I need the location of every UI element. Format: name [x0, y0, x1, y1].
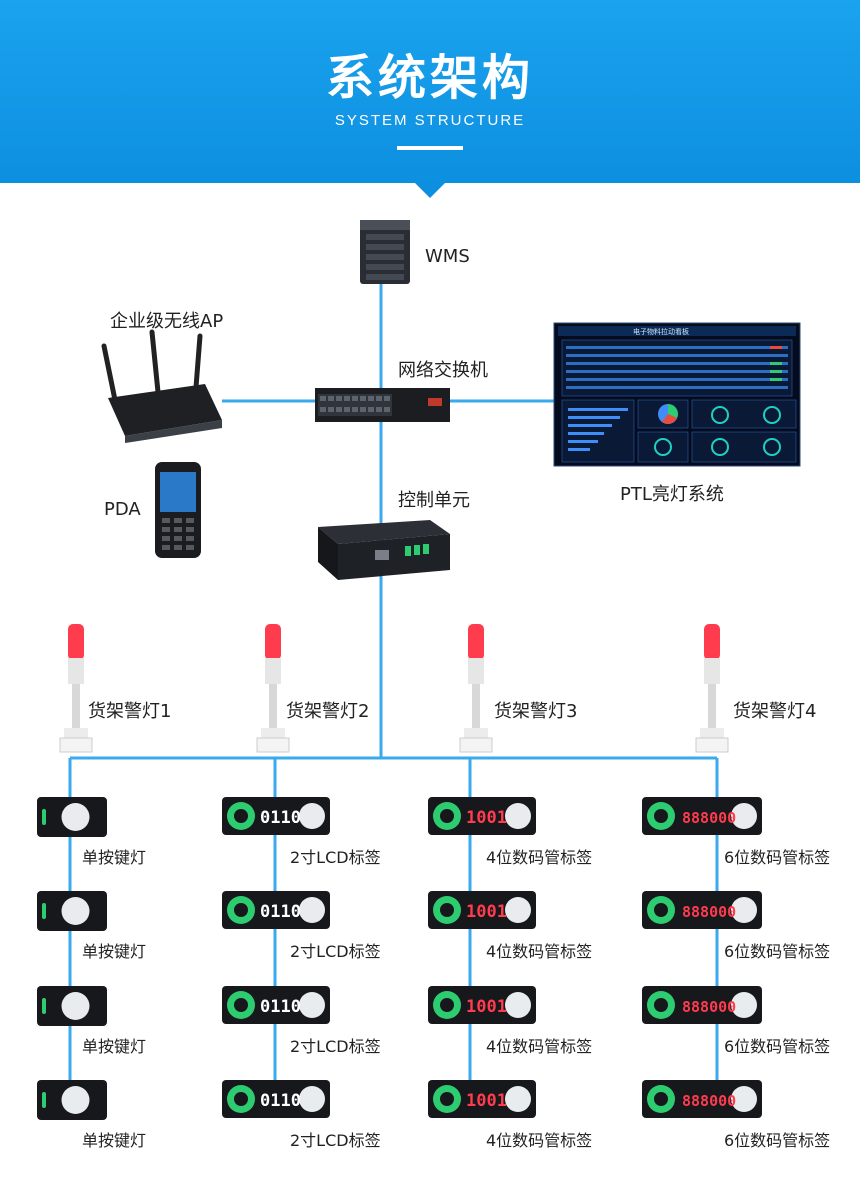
device-label-seg4-2: 4位数码管标签 — [486, 942, 593, 961]
svg-text:0110: 0110 — [260, 808, 301, 828]
device-seg6-3: 888000 — [642, 986, 762, 1024]
device-label-lcd-4: 2寸LCD标签 — [290, 1131, 381, 1150]
device-lcd-3: 0110 — [222, 986, 330, 1024]
device-label-button-3: 单按键灯 — [82, 1037, 147, 1056]
device-button-3 — [37, 986, 107, 1026]
svg-text:888000: 888000 — [682, 1092, 736, 1110]
warning-light-1 — [59, 624, 93, 753]
device-lcd-4: 0110 — [222, 1080, 330, 1118]
device-seg6-4: 888000 — [642, 1080, 762, 1118]
ap-label: 企业级无线AP — [110, 311, 224, 332]
device-label-seg6-4: 6位数码管标签 — [724, 1131, 831, 1150]
device-label-button-1: 单按键灯 — [82, 848, 147, 867]
dashboard-title: 电子物料拉动看板 — [633, 328, 689, 336]
device-label-seg4-3: 4位数码管标签 — [486, 1037, 593, 1056]
svg-text:1001: 1001 — [466, 808, 507, 828]
device-label-seg6-1: 6位数码管标签 — [724, 848, 831, 867]
device-seg4-1: 1001 — [428, 797, 536, 835]
warning-light-label-3: 货架警灯3 — [494, 701, 578, 722]
device-seg4-3: 1001 — [428, 986, 536, 1024]
svg-text:0110: 0110 — [260, 902, 301, 922]
device-label-seg6-2: 6位数码管标签 — [724, 942, 831, 961]
svg-text:1001: 1001 — [466, 997, 507, 1017]
warning-light-3 — [459, 624, 493, 753]
title-underline — [397, 146, 463, 150]
device-label-lcd-2: 2寸LCD标签 — [290, 942, 381, 961]
device-label-button-4: 单按键灯 — [82, 1131, 147, 1150]
device-lcd-1: 0110 — [222, 797, 330, 835]
ptl-label: PTL亮灯系统 — [620, 484, 724, 505]
svg-text:0110: 0110 — [260, 1091, 301, 1111]
device-button-1 — [37, 797, 107, 837]
device-seg4-4: 1001 — [428, 1080, 536, 1118]
svg-text:888000: 888000 — [682, 903, 736, 921]
svg-text:888000: 888000 — [682, 809, 736, 827]
wms-label: WMS — [425, 246, 470, 267]
warning-light-4 — [695, 624, 729, 753]
device-seg6-1: 888000 — [642, 797, 762, 835]
warning-light-label-4: 货架警灯4 — [733, 701, 817, 722]
device-label-seg4-1: 4位数码管标签 — [486, 848, 593, 867]
page-title: 系统架构 — [325, 50, 534, 106]
device-lcd-2: 0110 — [222, 891, 330, 929]
device-button-2 — [37, 891, 107, 931]
device-label-button-2: 单按键灯 — [82, 942, 147, 961]
svg-text:0110: 0110 — [260, 997, 301, 1017]
device-button-4 — [37, 1080, 107, 1120]
warning-light-label-1: 货架警灯1 — [88, 701, 172, 722]
switch-label: 网络交换机 — [398, 360, 488, 381]
page-subtitle: SYSTEM STRUCTURE — [334, 112, 526, 129]
header-notch — [414, 182, 446, 198]
svg-text:888000: 888000 — [682, 998, 736, 1016]
warning-light-2 — [256, 624, 290, 753]
svg-text:1001: 1001 — [466, 1091, 507, 1111]
device-label-seg4-4: 4位数码管标签 — [486, 1131, 593, 1150]
pda-label: PDA — [104, 499, 141, 520]
device-label-lcd-3: 2寸LCD标签 — [290, 1037, 381, 1056]
device-seg6-2: 888000 — [642, 891, 762, 929]
header-banner — [0, 0, 860, 183]
device-label-seg6-3: 6位数码管标签 — [724, 1037, 831, 1056]
device-seg4-2: 1001 — [428, 891, 536, 929]
controller-label: 控制单元 — [398, 490, 470, 511]
device-label-lcd-1: 2寸LCD标签 — [290, 848, 381, 867]
warning-light-label-2: 货架警灯2 — [286, 701, 370, 722]
svg-text:1001: 1001 — [466, 902, 507, 922]
